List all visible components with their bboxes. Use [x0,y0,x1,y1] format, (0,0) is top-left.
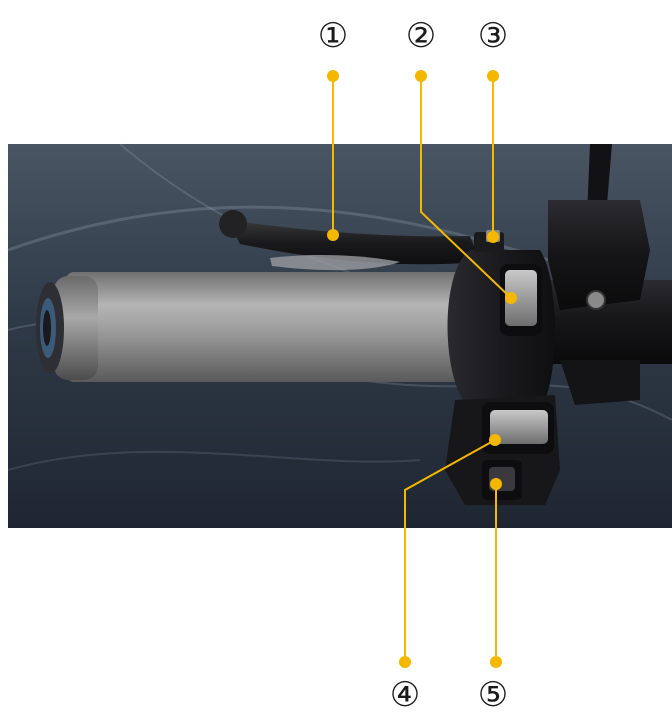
callout-dot-2-end [505,292,517,304]
leader-line-4 [404,439,496,662]
leader-lines [332,76,512,662]
callout-dot-4-end [489,434,501,446]
master-cylinder [548,200,650,310]
clamp-bolt-top [586,290,606,310]
brake-lever-ball-end [219,210,247,238]
callout-dot-4-bottom [399,656,411,668]
button-upper [505,270,537,326]
callout-number-3: ③ [477,16,509,56]
throttle-grip [66,272,462,382]
callout-dot-3-top [487,70,499,82]
callout-number-4: ④ [389,675,421,715]
leader-line-2 [420,76,512,299]
callout-dot-2-top [415,70,427,82]
callout-dot-5-end [490,478,502,490]
callout-dot-1-end [327,229,339,241]
callout-dot-1-top [327,70,339,82]
button-middle [490,410,548,444]
brake-lever [228,220,480,265]
callout-number-5: ⑤ [477,675,509,715]
callout-dot-5-bottom [490,656,502,668]
callout-number-1: ① [317,16,349,56]
callout-dot-3-end [487,231,499,243]
callout-number-2: ② [405,16,437,56]
